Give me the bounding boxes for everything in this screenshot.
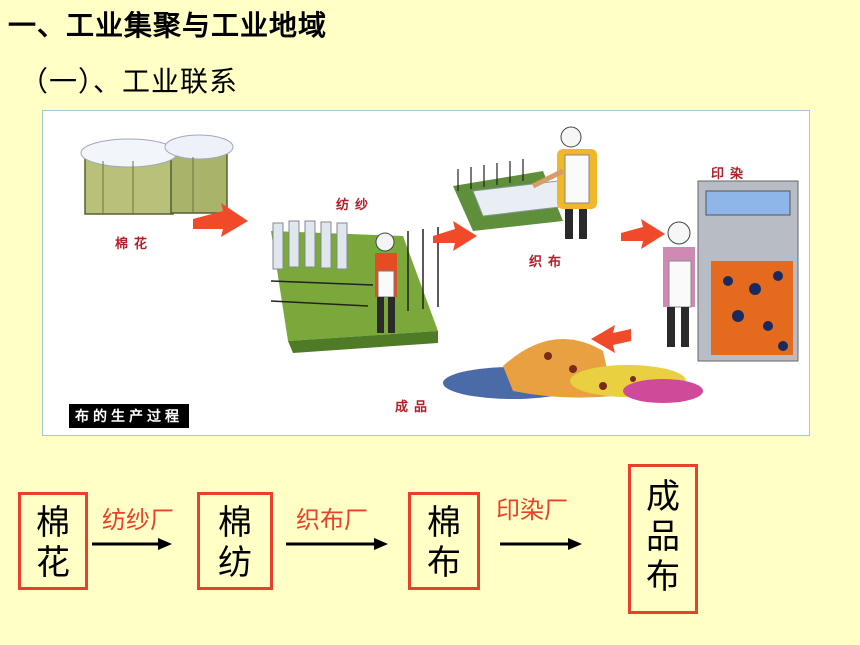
label-weaving: 织布 (529, 255, 568, 270)
dyeing-scene-image (663, 180, 799, 362)
flow-arrow-1 (92, 538, 172, 550)
label-dyeing: 印染 (711, 167, 750, 182)
weaving-scene-image (453, 126, 597, 239)
flow-box-finished-cloth: 成品布 (628, 464, 698, 614)
spinning-scene-image (270, 220, 439, 353)
label-spinning: 纺纱 (336, 198, 375, 213)
flow-box-cotton-cloth: 棉布 (408, 492, 480, 590)
section-subtitle: （一）、工业联系 (20, 65, 239, 98)
flow-arrow-2 (286, 538, 388, 550)
flow-arrow-3 (500, 538, 582, 550)
factory-dyeing-label: 印染厂 (496, 496, 568, 524)
factory-weaving-label: 织布厂 (296, 506, 368, 534)
flow-box-cotton: 棉花 (18, 492, 88, 590)
production-process-illustration: 棉花 纺纱 织布 印染 成品 布的生产过程 (42, 110, 810, 436)
label-cotton: 棉花 (115, 237, 154, 252)
page-title: 一、工业集聚与工业地域 (8, 9, 328, 42)
process-drawing (80, 126, 799, 403)
process-arrows (193, 203, 665, 353)
cotton-bale-image (80, 134, 234, 215)
illustration-caption: 布的生产过程 (69, 404, 189, 428)
label-finished: 成品 (395, 400, 434, 415)
flow-box-cotton-yarn: 棉纺 (197, 492, 273, 590)
finished-fabric-image (443, 339, 703, 403)
factory-spinning-label: 纺纱厂 (102, 506, 174, 534)
